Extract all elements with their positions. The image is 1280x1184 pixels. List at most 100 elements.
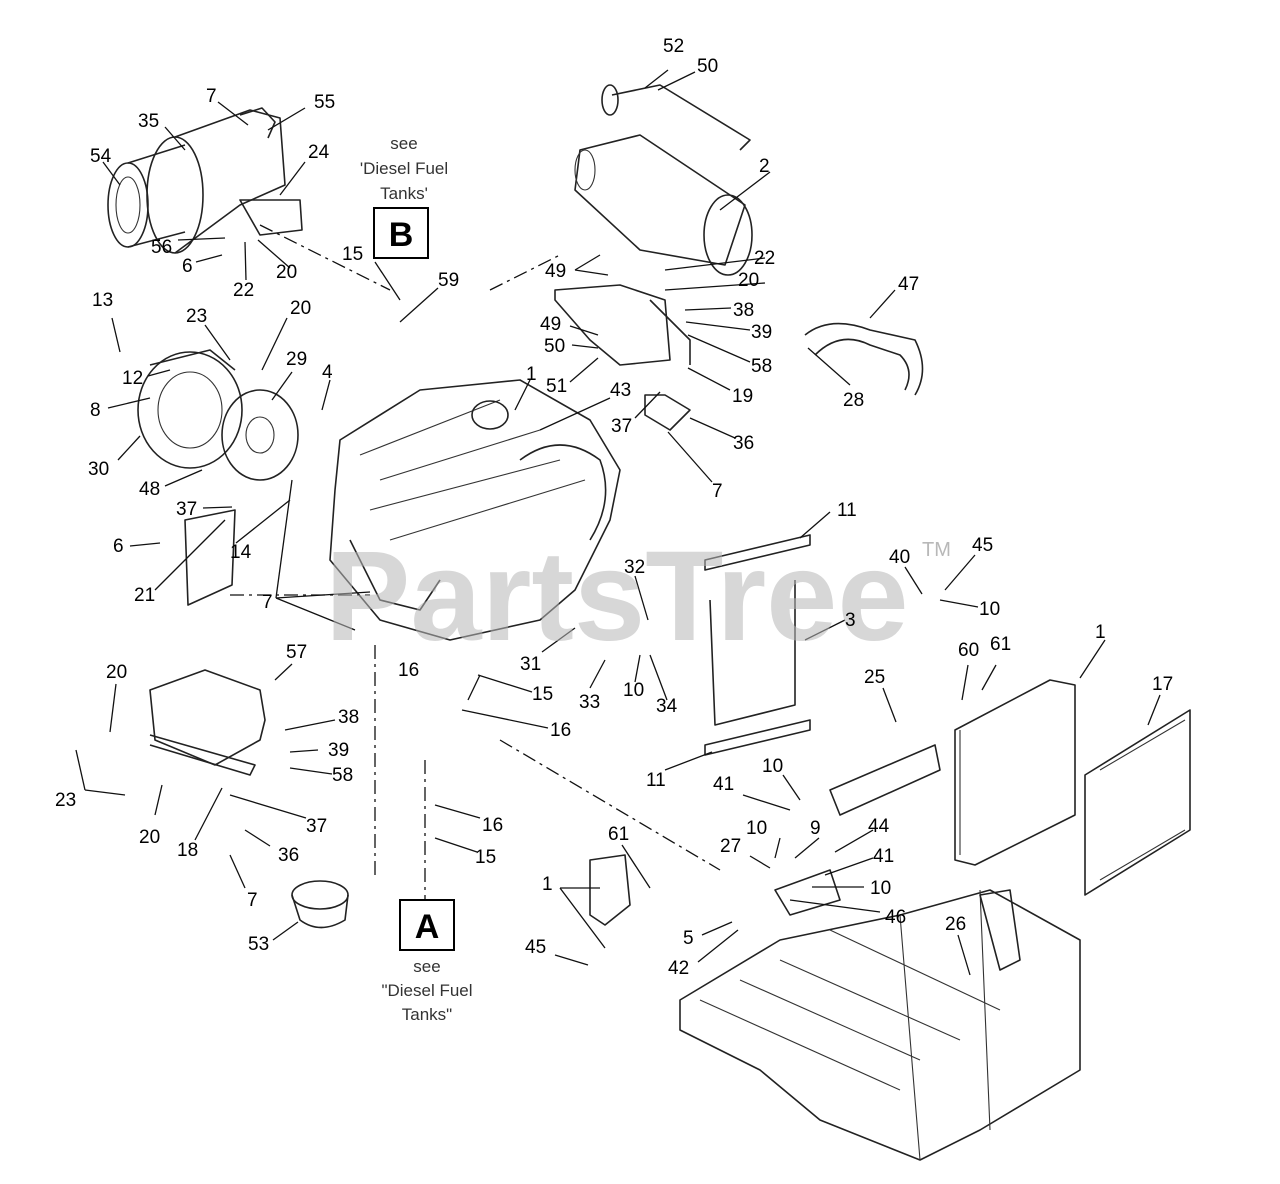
callout-label: 16: [398, 660, 419, 681]
callout-label: 41: [873, 846, 894, 867]
callout-label: 54: [90, 146, 112, 167]
callout-label: 49: [540, 314, 561, 335]
callout-label: 59: [438, 270, 459, 291]
callout-label: 15: [475, 847, 496, 868]
callout-label: 9: [810, 818, 821, 839]
radiator-screen: [1084, 709, 1191, 896]
callout-label: 20: [276, 262, 297, 283]
callout-label: 1: [526, 364, 537, 385]
callout-label: 15: [532, 684, 553, 705]
callout-label: 24: [308, 142, 330, 163]
frame-rails: [704, 534, 811, 756]
callout-label: 44: [868, 816, 890, 837]
callout-label: 53: [248, 934, 269, 955]
radiator: [954, 679, 1076, 866]
engine-mount-plate: [149, 669, 266, 776]
watermark-text: PartsTree: [325, 525, 909, 668]
callout-label: 5: [683, 928, 694, 949]
callout-label: 8: [90, 400, 101, 421]
callout-label: 37: [176, 499, 197, 520]
callout-label: 46: [885, 907, 906, 928]
callout-label: 1: [542, 874, 553, 895]
callout-label: 27: [720, 836, 741, 857]
callout-label: 10: [762, 756, 783, 777]
callout-label: 22: [233, 280, 254, 301]
callout-label: 13: [92, 290, 113, 311]
callout-label: 11: [837, 500, 857, 521]
callout-label: 36: [278, 845, 299, 866]
callout-label: 51: [546, 376, 567, 397]
callout-label: 39: [751, 322, 772, 343]
callout-label: 42: [668, 958, 689, 979]
callout-label: 20: [290, 298, 311, 319]
callout-label: 50: [697, 56, 718, 77]
callout-numbers: 52 50 7 55 35 54 24 2 5 6 6 22 20 15 59 2…: [55, 36, 1173, 979]
callout-label: 12: [122, 368, 143, 389]
callout-label: 41: [713, 774, 734, 795]
reference-a-see: see: [413, 957, 440, 976]
callout-label: 36: [733, 433, 754, 454]
watermark: PartsTree TM: [325, 525, 951, 668]
reference-b-line2: Tanks': [380, 184, 428, 203]
callout-label: 55: [314, 92, 335, 113]
callout-label: 49: [545, 261, 566, 282]
air-cleaner-assembly: [107, 107, 303, 254]
callout-label: 10: [979, 599, 1000, 620]
callout-label: 31: [520, 654, 541, 675]
callout-label: 20: [139, 827, 160, 848]
callout-label: 47: [898, 274, 919, 295]
callout-label: 6: [182, 256, 193, 277]
callout-label: 57: [286, 642, 307, 663]
callout-label: 3: [845, 610, 856, 631]
callout-label: 7: [712, 481, 723, 502]
callout-label: 20: [738, 270, 759, 291]
callout-label: 15: [342, 244, 363, 265]
callout-label: 43: [610, 380, 631, 401]
callout-label: 58: [332, 765, 353, 786]
callout-label: 6: [113, 536, 124, 557]
callout-label: 7: [206, 86, 217, 107]
callout-label: 11: [646, 770, 666, 791]
callout-label: 39: [328, 740, 349, 761]
callout-label: 45: [525, 937, 546, 958]
engine: [329, 379, 621, 641]
callout-label: 35: [138, 111, 159, 132]
callout-label: 52: [663, 36, 684, 57]
brackets: [589, 744, 941, 926]
callout-label: 17: [1152, 674, 1173, 695]
callout-label: 37: [306, 816, 327, 837]
callout-label: 34: [656, 696, 678, 717]
muffler: [574, 84, 753, 276]
fan-belt-guard: [184, 509, 236, 606]
callout-label: 16: [550, 720, 571, 741]
callout-label: 28: [843, 390, 864, 411]
callout-label: 22: [754, 248, 775, 269]
callout-label: 2: [759, 156, 770, 177]
callout-label: 58: [751, 356, 772, 377]
callout-label: 14: [230, 542, 252, 563]
reference-a: A see "Diesel Fuel Tanks": [381, 899, 473, 1024]
leader-lines: [75, 69, 1161, 976]
callout-label: 60: [958, 640, 979, 661]
connector-lines: [230, 224, 721, 900]
callout-label: 7: [262, 592, 273, 613]
callout-label: 61: [990, 634, 1011, 655]
callout-label: 32: [624, 557, 645, 578]
callout-label: 16: [482, 815, 503, 836]
reference-b-letter: B: [389, 216, 414, 254]
callout-label: 38: [338, 707, 359, 728]
fan-shroud: [137, 349, 243, 469]
callout-label: 10: [870, 878, 891, 899]
callout-label: 18: [177, 840, 198, 861]
callout-label: 48: [139, 479, 160, 500]
callout-label: 37: [611, 416, 632, 437]
reference-a-line1: "Diesel Fuel: [381, 981, 472, 1000]
callout-label: 20: [106, 662, 127, 683]
callout-label: 25: [864, 667, 885, 688]
callout-label: 10: [746, 818, 767, 839]
flywheel-adapter: [221, 389, 299, 481]
callout-label: 19: [732, 386, 753, 407]
muffler-bracket: [554, 284, 691, 431]
callout-label: 10: [623, 680, 644, 701]
